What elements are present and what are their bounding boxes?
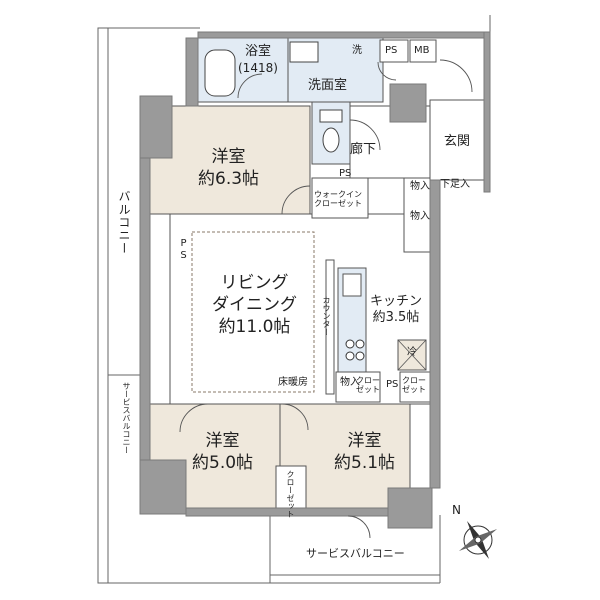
fridge-box	[397, 339, 427, 371]
bath-label: 浴室 (1418)	[238, 44, 278, 75]
walkin-closet-box	[311, 177, 369, 219]
hall-label: 廊下	[350, 142, 377, 157]
wall-segment-left	[139, 157, 151, 461]
closet-label-3: クローゼット	[286, 470, 295, 518]
closet-box-bedroom	[275, 465, 307, 513]
storage-label-3: 物入	[340, 377, 360, 388]
wall-column-4	[387, 487, 433, 529]
ps-box-top	[379, 39, 409, 63]
floor-heating-area	[191, 231, 315, 393]
closet-label-1: クロー ゼット	[356, 376, 380, 394]
closet-box-kitchen	[399, 371, 435, 403]
shoe-closet-label: 下足入	[440, 179, 470, 190]
wall-segment-top	[197, 31, 489, 39]
wall-segment-right	[429, 179, 441, 489]
washer-label: 洗	[352, 45, 362, 56]
mb-label: MB	[414, 45, 430, 56]
western-room-3-label: 洋室 約5.1帖	[334, 431, 396, 473]
living-label: リビング ダイニング 約11.0帖	[212, 273, 297, 337]
compass-rose	[458, 520, 498, 560]
ps-label-kitchen: PS	[386, 379, 399, 390]
western-room-1-label: 洋室 約6.3帖	[198, 147, 260, 189]
closet-label-2: クロー ゼット	[402, 376, 426, 394]
compass-north-label: N	[452, 503, 461, 517]
wall-segment-1	[185, 37, 199, 107]
wall-column-3	[389, 83, 427, 123]
wall-column-2	[139, 459, 187, 515]
floor-heating-label: 床暖房	[278, 377, 308, 388]
ps-label-living: PS	[178, 238, 189, 262]
bathtub	[204, 49, 236, 97]
main-balcony-rail	[97, 27, 109, 584]
service-balcony-bottom-label: サービスバルコニー	[306, 547, 405, 560]
counter-label: カウンター	[322, 296, 331, 336]
wall-segment-entrance	[483, 31, 491, 193]
entrance-label: 玄関	[444, 134, 471, 149]
balcony-outlines	[97, 15, 491, 584]
kitchen-label: キッチン 約3.5帖	[370, 294, 423, 325]
ps-label-hall: PS	[339, 168, 352, 179]
mb-box	[409, 39, 437, 63]
stove-burners	[345, 339, 365, 361]
door-swings	[179, 59, 473, 539]
storage-box-kitchen	[335, 371, 381, 403]
service-balcony-left-label: サービスバルコニー	[122, 382, 131, 454]
structural-walls	[139, 31, 491, 529]
wall-column-1	[139, 95, 173, 159]
counter-bar	[325, 259, 335, 395]
storage-label-1: 物入	[410, 181, 430, 192]
toilet-tank	[319, 109, 343, 123]
fridge-label: 冷	[407, 347, 417, 358]
toilet	[322, 127, 340, 153]
washbasin	[289, 41, 319, 63]
western-room-2-label: 洋室 約5.0帖	[192, 431, 254, 473]
walkin-closet-label: ウォークイン クローゼット	[314, 190, 362, 208]
washroom-label: 洗面室	[308, 78, 348, 93]
ps-label-top: PS	[385, 45, 398, 56]
entrance-floor	[429, 99, 491, 181]
storage-label-2: 物入	[410, 211, 430, 222]
wall-segment-bottom	[185, 507, 389, 517]
balcony-label: バルコニー	[117, 190, 131, 255]
